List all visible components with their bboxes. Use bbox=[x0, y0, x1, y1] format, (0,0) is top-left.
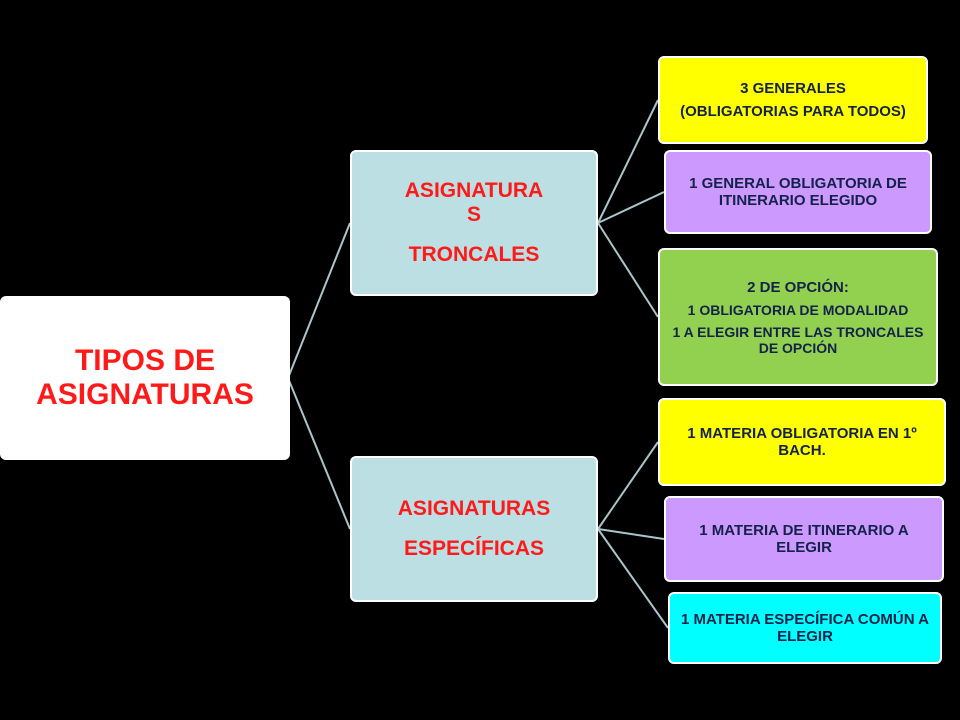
especificas-line2: ESPECÍFICAS bbox=[403, 537, 545, 560]
connector-troncales-general-itinerario bbox=[597, 191, 665, 224]
itinerario-text: 1 MATERIA DE ITINERARIO A ELEGIR bbox=[699, 522, 909, 556]
general-itinerario-text: 1 GENERAL OBLIGATORIA DE ITINERARIO ELEG… bbox=[689, 175, 907, 209]
node-materia-especifica-comun: 1 MATERIA ESPECÍFICA COMÚN A ELEGIR bbox=[668, 592, 942, 664]
node-asignaturas-troncales: ASIGNATURA S TRONCALES bbox=[350, 150, 598, 296]
connector-root-especificas bbox=[287, 377, 351, 530]
troncales-line3: TRONCALES bbox=[408, 243, 540, 266]
root-node-tipos-de-asignaturas: TIPOS DE ASIGNATURAS bbox=[0, 296, 290, 460]
node-1-general-itinerario: 1 GENERAL OBLIGATORIA DE ITINERARIO ELEG… bbox=[664, 150, 932, 234]
opcion-line1: 2 DE OPCIÓN: bbox=[747, 278, 849, 296]
generales-line1: 3 GENERALES bbox=[740, 80, 846, 97]
connector-especificas-itinerario bbox=[597, 528, 665, 540]
node-materia-itinerario: 1 MATERIA DE ITINERARIO A ELEGIR bbox=[664, 496, 944, 582]
connector-troncales-opcion bbox=[597, 222, 659, 318]
opcion-line2: 1 OBLIGATORIA DE MODALIDAD bbox=[687, 301, 909, 318]
connector-troncales-generales bbox=[597, 99, 659, 224]
node-2-de-opcion: 2 DE OPCIÓN: 1 OBLIGATORIA DE MODALIDAD … bbox=[658, 248, 938, 386]
node-materia-obligatoria: 1 MATERIA OBLIGATORIA EN 1º BACH. bbox=[658, 398, 946, 486]
especificas-line1: ASIGNATURAS bbox=[397, 497, 551, 520]
obligatoria-text: 1 MATERIA OBLIGATORIA EN 1º BACH. bbox=[687, 425, 917, 459]
root-title-line2: ASIGNATURAS bbox=[36, 378, 254, 411]
node-asignaturas-especificas: ASIGNATURAS ESPECÍFICAS bbox=[350, 456, 598, 602]
root-title-line1: TIPOS DE bbox=[74, 344, 216, 377]
generales-line2: (OBLIGATORIAS PARA TODOS) bbox=[680, 103, 906, 120]
troncales-line2: S bbox=[466, 203, 481, 226]
node-3-generales: 3 GENERALES (OBLIGATORIAS PARA TODOS) bbox=[658, 56, 928, 144]
connector-especificas-obligatoria bbox=[597, 441, 659, 530]
troncales-line1: ASIGNATURA bbox=[404, 179, 544, 202]
connector-root-troncales bbox=[287, 222, 351, 379]
connector-especificas-comun bbox=[597, 528, 669, 629]
comun-text: 1 MATERIA ESPECÍFICA COMÚN A ELEGIR bbox=[680, 611, 930, 645]
opcion-line3: 1 A ELEGIR ENTRE LAS TRONCALES DE OPCIÓN bbox=[672, 323, 924, 356]
